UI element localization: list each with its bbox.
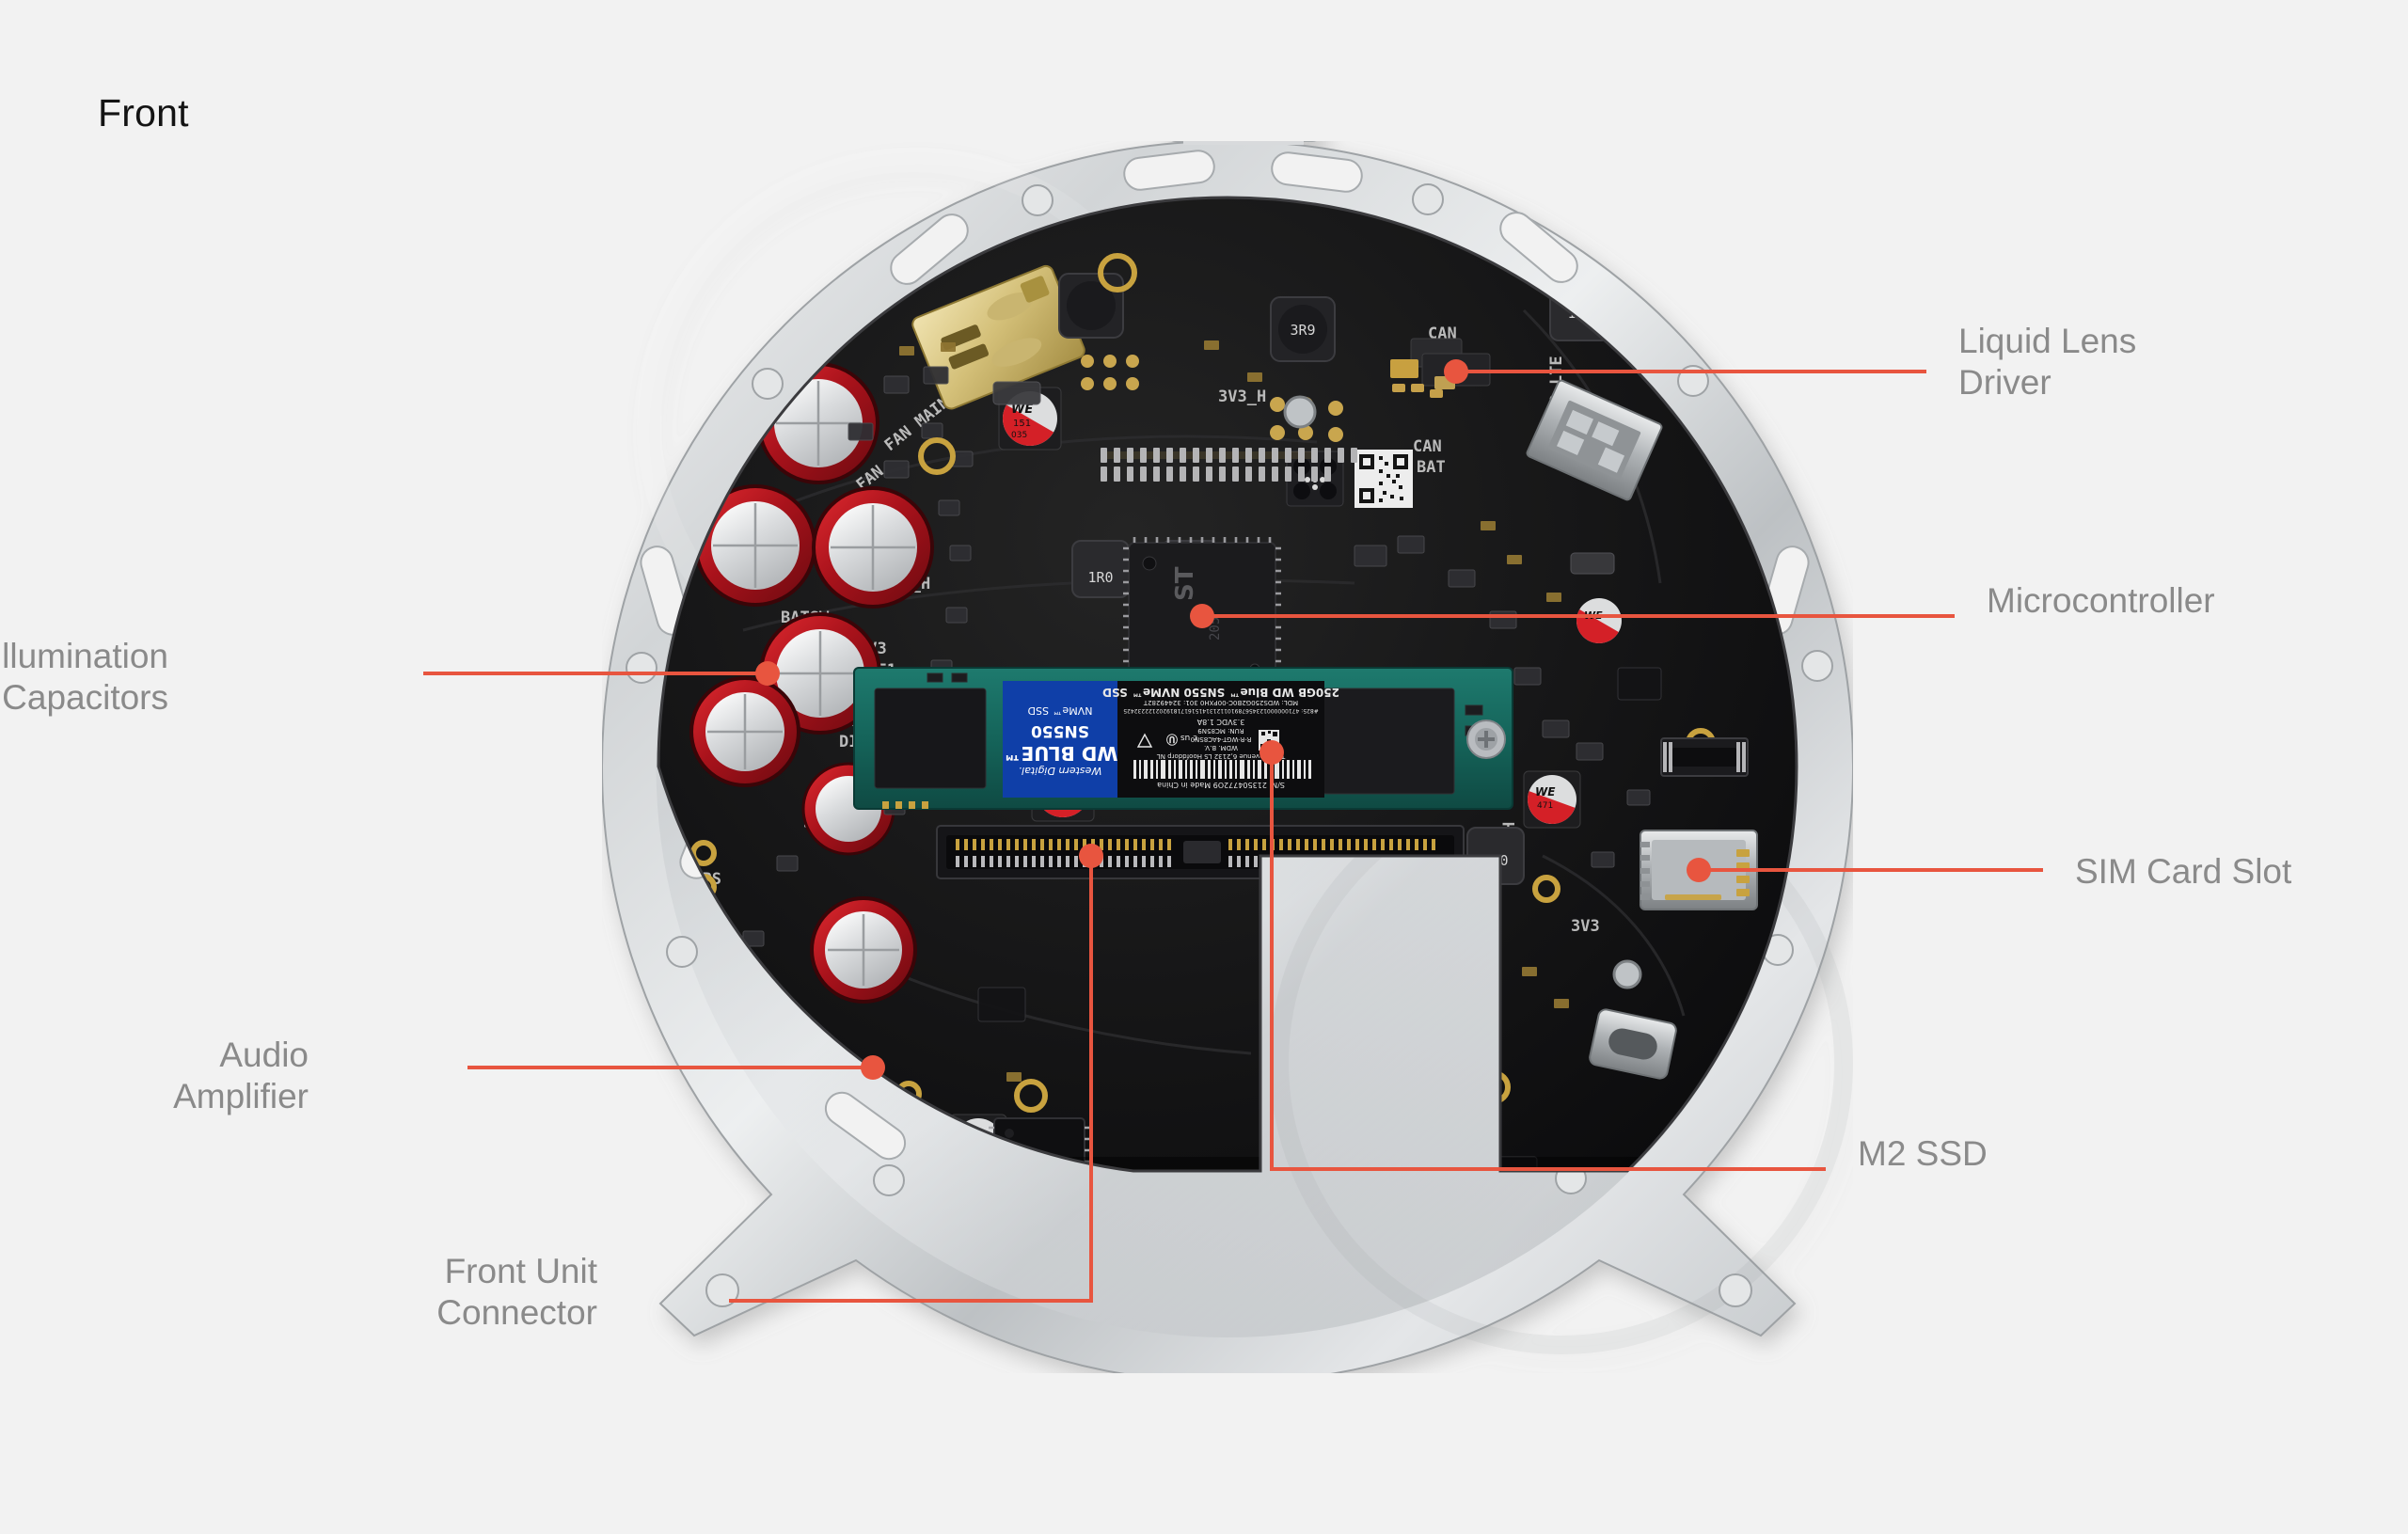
svg-text:3.3VDC 1.8A: 3.3VDC 1.8A <box>1196 718 1244 726</box>
leader-dot-audio-amplifier <box>861 1055 885 1080</box>
callout-label-audio-amplifier: Audio Amplifier <box>173 1036 309 1115</box>
callout-label-m2-ssd: M2 SSD <box>1858 1134 1988 1173</box>
svg-text:1R0: 1R0 <box>1087 569 1113 586</box>
svg-text:R-R-WGT-4AC8SN0: R-R-WGT-4AC8SN0 <box>1191 735 1252 743</box>
svg-text:CAN: CAN <box>1413 437 1442 456</box>
ground-tab <box>1171 141 1317 145</box>
callout-label-sim-card-slot: SIM Card Slot <box>2075 852 2292 891</box>
page-title: Front <box>98 91 189 134</box>
ssd-product: WD BLUE™ <box>1003 742 1118 765</box>
svg-text:RUN: MC85N9: RUN: MC85N9 <box>1197 727 1244 735</box>
leader-dot-m2-ssd <box>1259 740 1284 765</box>
svg-text:151: 151 <box>1013 419 1031 429</box>
leader-dot-liquid-lens-driver <box>1444 359 1468 384</box>
leader-dot-microcontroller <box>1190 604 1214 628</box>
callout-label-liquid-lens-driver: Liquid Lens Driver <box>1958 322 2137 402</box>
leader-m2-ssd <box>1270 752 1826 1171</box>
svg-text:250GB WD Blue™ SN550 NVMe™ SS: 250GB WD Blue™ SN550 NVMe™ SSD <box>1102 686 1339 699</box>
usb-c-port <box>1589 1008 1677 1080</box>
svg-text:3V3: 3V3 <box>1571 917 1600 936</box>
svg-text:S/N: 213504772O9 Made in Chi: S/N: 213504772O9 Made in China <box>1157 781 1285 789</box>
svg-text:WE: WE <box>1535 785 1556 799</box>
ssd-interface: NVMe™ SSD <box>1028 704 1093 717</box>
svg-text:035: 035 <box>1011 431 1027 440</box>
svg-text:#825: 471000000123456789101121: #825: 4710000001234567891011213141516171… <box>1123 707 1319 714</box>
svg-text:471: 471 <box>1537 801 1553 811</box>
fpc-connector <box>1660 737 1749 777</box>
leader-dot-front-unit-connector <box>1079 844 1103 868</box>
m2-ssd: Western Digital. WD BLUE™ SN550 NVMe™ SS… <box>853 667 1513 810</box>
svg-text:c us: c us <box>1180 733 1198 742</box>
svg-text:3R9: 3R9 <box>1290 322 1315 339</box>
callout-label-illumination-capacitors: Illumination Capacitors <box>0 637 168 717</box>
svg-text:Ⓤ: Ⓤ <box>1166 733 1178 747</box>
leader-front-unit-connector <box>729 856 1093 1303</box>
callout-label-microcontroller: Microcontroller <box>1987 581 2215 620</box>
leader-dot-illumination-capacitors <box>755 661 780 686</box>
callout-label-front-unit-connector: Front Unit Connector <box>436 1252 597 1332</box>
leader-dot-sim-card-slot <box>1687 858 1711 882</box>
svg-text:WDM. B.V.: WDM. B.V. <box>1204 744 1238 751</box>
liquid-lens-driver-area <box>1390 338 1491 398</box>
usb-a-port <box>1526 379 1663 501</box>
svg-text:3V3_H: 3V3_H <box>1218 387 1266 406</box>
svg-text:MDL: WDS250G2B0C-00PXH0 301:: MDL: WDS250G2B0C-00PXH0 301: 32449282T <box>1143 699 1298 706</box>
ssd-brand: Western Digital. <box>1019 765 1102 777</box>
svg-text:WE: WE <box>1011 403 1033 417</box>
svg-text:ST: ST <box>1171 566 1199 601</box>
mainboard-assembly: FAN MAIN FAN FAN AUX 3V3_H BATSW 3V3_H C… <box>602 141 1853 1373</box>
svg-text:Taurusavenue 6,2132 LS Hoofddo: Taurusavenue 6,2132 LS Hoofddorp NL <box>1157 752 1286 760</box>
svg-text:BAT: BAT <box>1417 458 1446 477</box>
ssd-model: SN550 <box>1031 721 1089 740</box>
qr-code-label <box>1354 450 1413 508</box>
